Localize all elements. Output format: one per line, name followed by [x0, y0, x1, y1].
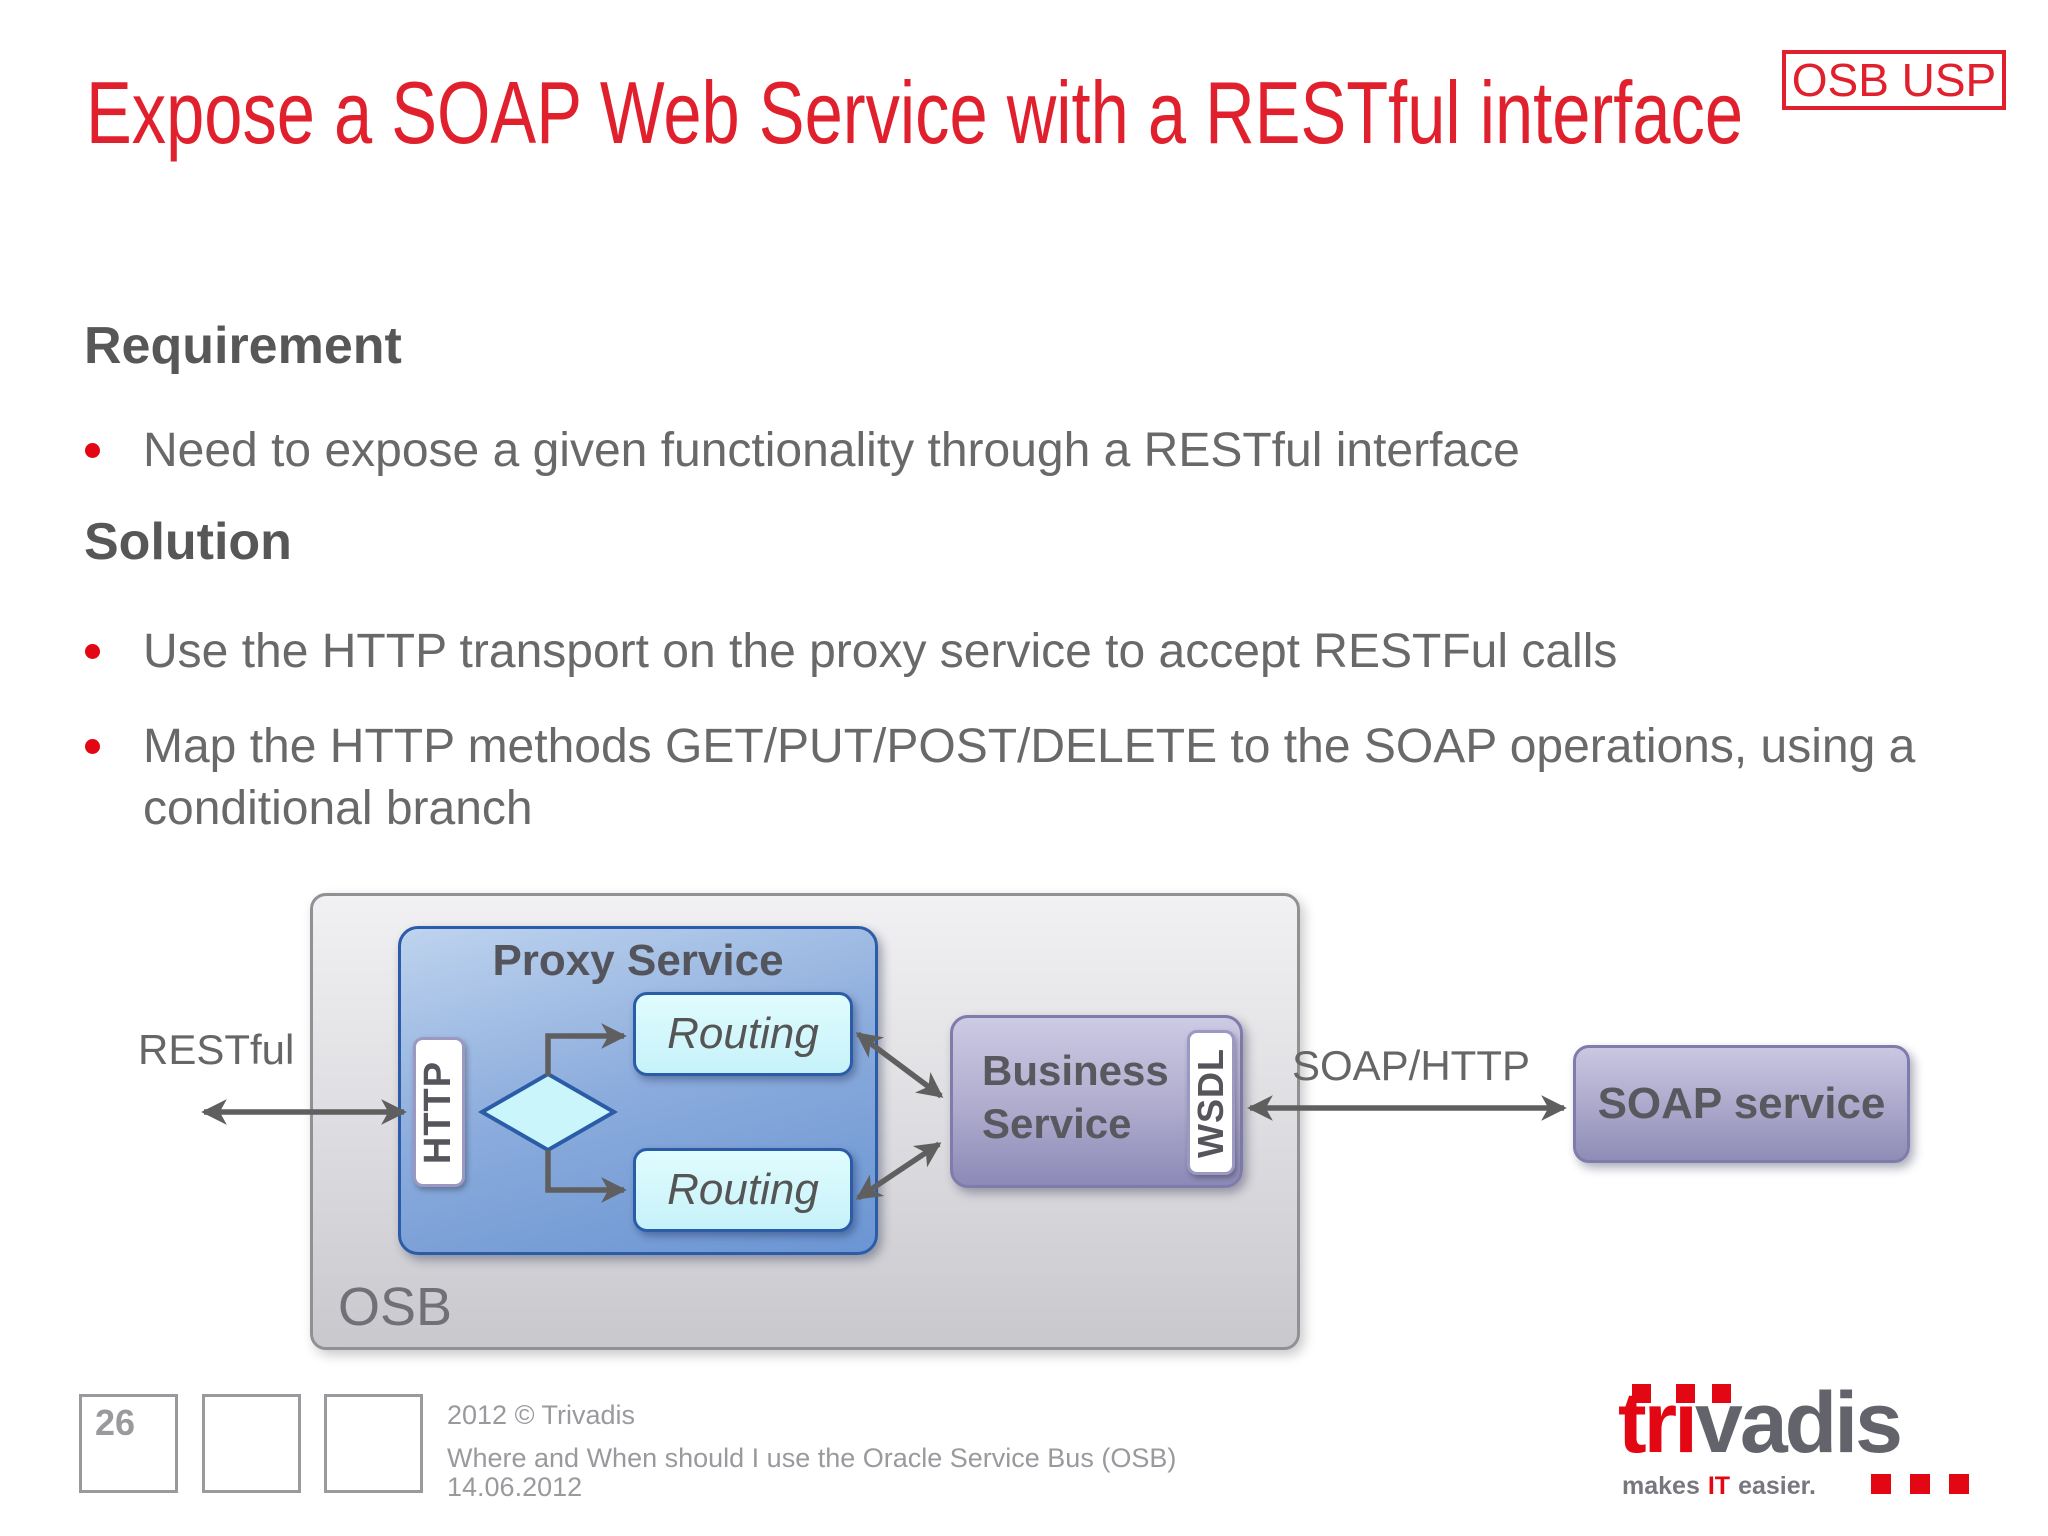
- restful-protocol-label: RESTful: [138, 1026, 295, 1073]
- routing-node-bottom: Routing: [633, 1148, 853, 1232]
- osb-usp-badge: OSB USP: [1782, 50, 2006, 110]
- footer-date: 14.06.2012: [447, 1472, 583, 1502]
- logo-dot-icon: [1712, 1384, 1731, 1403]
- page-title: Expose a SOAP Web Service with a RESTful…: [86, 63, 1744, 162]
- logo-dot-icon: [1632, 1384, 1651, 1403]
- footer-page-box: [79, 1394, 178, 1493]
- bullet-icon: [85, 443, 100, 458]
- wsdl-tab: WSDL: [1187, 1030, 1235, 1175]
- http-transport-label: HTTP: [417, 1060, 460, 1164]
- logo-dot-icon: [1910, 1474, 1930, 1494]
- logo-tagline: makes IT easier.: [1622, 1472, 1816, 1501]
- logo-wordmark-gray: vadis: [1695, 1375, 1903, 1471]
- requirement-heading: Requirement: [84, 317, 402, 375]
- soap-service-label: SOAP service: [1597, 1079, 1886, 1128]
- logo-dot-icon: [1949, 1474, 1969, 1494]
- footer-empty-box: [324, 1394, 423, 1493]
- tagline-easier: easier.: [1738, 1472, 1816, 1500]
- soap-http-protocol-label: SOAP/HTTP: [1291, 1042, 1531, 1089]
- proxy-service-label: Proxy Service: [492, 936, 784, 985]
- tagline-it: IT: [1707, 1472, 1731, 1500]
- osb-label: OSB: [338, 1277, 453, 1337]
- wsdl-label: WSDL: [1190, 1047, 1232, 1158]
- business-service-label: Business Service: [982, 1047, 1169, 1147]
- logo-wordmark: trivadis: [1618, 1380, 1903, 1466]
- bullet-icon: [85, 644, 100, 659]
- http-transport-tab: HTTP: [413, 1037, 465, 1187]
- logo-dot-icon: [1676, 1384, 1695, 1403]
- solution-bullet-2: Map the HTTP methods GET/PUT/POST/DELETE…: [143, 720, 1916, 835]
- bullet-icon: [85, 739, 100, 754]
- routing-top-label: Routing: [667, 1009, 819, 1058]
- routing-node-top: Routing: [633, 992, 853, 1076]
- solution-bullet-1: Use the HTTP transport on the proxy serv…: [143, 625, 1618, 678]
- page-number: 26: [95, 1402, 136, 1443]
- tagline-makes: makes: [1622, 1472, 1700, 1500]
- routing-bottom-label: Routing: [667, 1165, 819, 1214]
- footer-presentation-title: Where and When should I use the Oracle S…: [447, 1443, 1177, 1473]
- requirement-bullet: Need to expose a given functionality thr…: [143, 424, 1520, 477]
- logo-wordmark-red: tri: [1618, 1375, 1698, 1471]
- footer-empty-box: [202, 1394, 301, 1493]
- footer-copyright: 2012 © Trivadis: [447, 1400, 635, 1430]
- solution-heading: Solution: [84, 513, 292, 571]
- trivadis-logo: trivadis makes IT easier.: [1618, 1380, 1998, 1520]
- soap-service-box: SOAP service: [1573, 1045, 1910, 1163]
- logo-dot-icon: [1871, 1474, 1891, 1494]
